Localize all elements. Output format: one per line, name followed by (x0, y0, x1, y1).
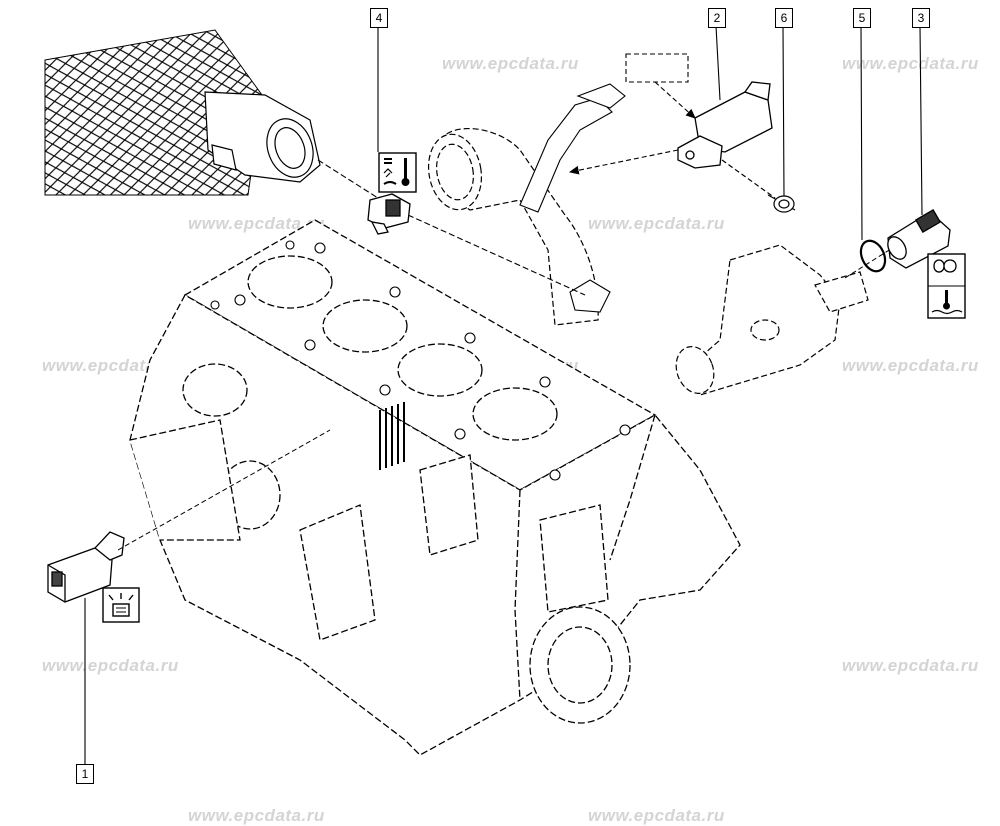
leader-arrow (654, 81, 696, 119)
callout-leaders (84, 25, 923, 764)
air-temperature-pictogram-icon (378, 152, 417, 193)
o-ring-seal (859, 239, 887, 273)
cylinder-bores (247, 255, 558, 441)
coolant-temperature-pictogram-icon (927, 253, 966, 319)
sensor-bracket (519, 83, 626, 313)
watermark: www.epcdata.ru (188, 214, 325, 233)
thermostat-housing (675, 244, 869, 396)
leader-line (117, 429, 331, 551)
air-filter-mesh (44, 29, 321, 196)
callout-1: 1 (76, 764, 94, 784)
leader-arrow (568, 149, 679, 175)
leader-line (317, 159, 379, 199)
block-ribs (379, 402, 405, 470)
callout-2: 2 (708, 8, 726, 28)
watermark: www.epcdata.ru (842, 656, 979, 675)
air-temperature-pressure-sensor (367, 193, 411, 235)
manifold-pressure-sensor (677, 81, 773, 169)
watermark: www.epcdata.ru (442, 54, 579, 73)
reference-box (625, 53, 689, 83)
watermark: www.epcdata.ru (842, 356, 979, 375)
engine-block (129, 219, 741, 756)
leader-line (407, 214, 586, 296)
callout-4: 4 (370, 8, 388, 28)
callout-3: 3 (912, 8, 930, 28)
knock-pictogram-icon (102, 587, 140, 623)
knock-sensor (47, 531, 125, 603)
callout-6: 6 (775, 8, 793, 28)
callout-5: 5 (853, 8, 871, 28)
watermark: www.epcdata.ru (42, 656, 179, 675)
watermark: www.epcdata.ru (842, 54, 979, 73)
watermark: www.epcdata.ru (588, 214, 725, 233)
watermark: www.epcdata.ru (42, 356, 179, 375)
intake-duct (427, 128, 599, 326)
deck-bolt-holes (210, 240, 631, 481)
coolant-temperature-sensor (887, 209, 951, 269)
